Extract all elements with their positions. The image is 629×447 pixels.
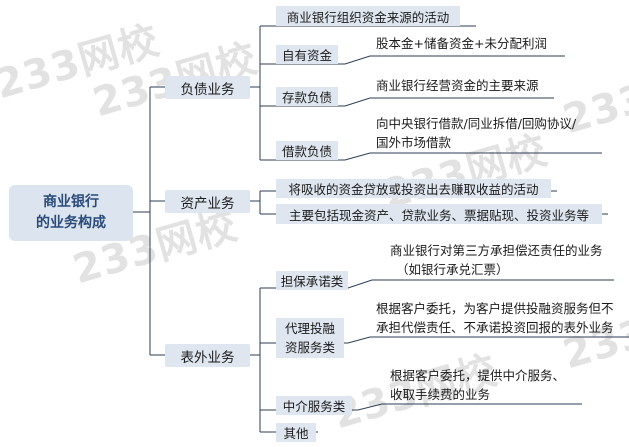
intermediary-desc-line2: 收取手续费的业务 bbox=[390, 387, 491, 402]
node-own-funds: 自有资金 bbox=[276, 45, 338, 64]
node-off-balance: 表外业务 bbox=[165, 344, 250, 367]
node-assets: 资产业务 bbox=[165, 190, 250, 213]
agency-label-line1: 代理投融 bbox=[284, 321, 335, 336]
own-funds-desc: 股本金+储备资金+未分配利润 bbox=[376, 36, 547, 51]
guarantee-desc-line1: 商业银行对第三方承担偿还责任的业务 bbox=[390, 243, 603, 258]
agency-label-line2: 资服务类 bbox=[284, 340, 335, 355]
borrowings-desc-line2: 国外市场借款 bbox=[376, 135, 452, 150]
guarantee-desc-line2: （如银行承兑汇票） bbox=[396, 262, 509, 277]
node-liabilities: 负债业务 bbox=[165, 76, 250, 99]
node-intermediary: 中介服务类 bbox=[276, 396, 352, 415]
liabilities-source-note: 商业银行组织资金来源的活动 bbox=[276, 6, 460, 26]
node-other: 其他 bbox=[276, 423, 316, 442]
assets-desc-2: 主要包括现金资产、贷款业务、票据贴现、投资业务等 bbox=[276, 204, 602, 224]
root-title-line1: 商业银行 bbox=[43, 194, 99, 210]
node-deposits: 存款负债 bbox=[276, 87, 338, 106]
intermediary-desc-line1: 根据客户委托，提供中介服务、 bbox=[390, 368, 566, 383]
borrowings-desc-line1: 向中央银行借款/同业拆借/回购协议/ bbox=[376, 116, 577, 131]
node-borrowings: 借款负债 bbox=[276, 141, 338, 160]
root-title-line2: 的业务构成 bbox=[36, 215, 106, 231]
agency-desc-line2: 承担代偿责任、不承诺投资回报的表外业务 bbox=[376, 320, 614, 335]
agency-desc-line1: 根据客户委托，为客户提供投融资服务但不 bbox=[376, 301, 614, 316]
deposits-desc: 商业银行经营资金的主要来源 bbox=[376, 78, 539, 93]
node-agency: 代理投融 资服务类 bbox=[276, 318, 344, 358]
node-guarantee: 担保承诺类 bbox=[276, 271, 348, 290]
assets-desc-1: 将吸收的资金贷放或投资出去赚取收益的活动 bbox=[276, 179, 551, 198]
root-node: 商业银行 的业务构成 bbox=[9, 185, 133, 241]
